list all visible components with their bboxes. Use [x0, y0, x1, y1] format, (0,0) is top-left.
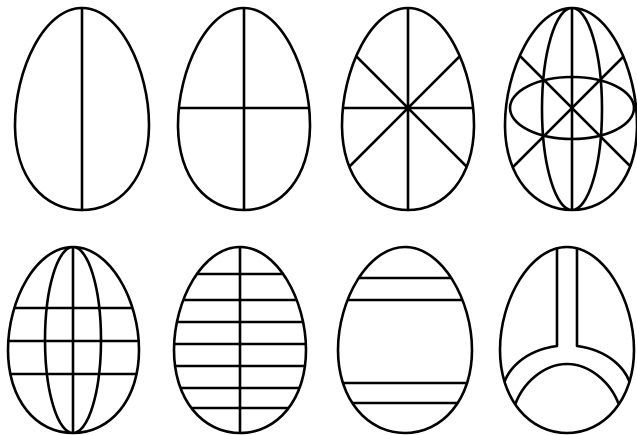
egg-vertical-split — [15, 8, 149, 210]
arch-outer — [502, 247, 557, 392]
egg-arch — [500, 247, 634, 433]
arch-outer — [577, 247, 632, 392]
egg-horizontal-bands — [166, 247, 314, 433]
arch-inner — [514, 364, 620, 408]
egg-cross-quarters — [170, 8, 318, 210]
egg-two-bands — [330, 247, 480, 433]
egg-outline — [500, 247, 634, 433]
egg-outline — [338, 247, 472, 433]
egg-radial-segments — [328, 8, 488, 210]
egg-globe-radial — [502, 8, 637, 210]
egg-meridian-grid — [0, 247, 146, 433]
